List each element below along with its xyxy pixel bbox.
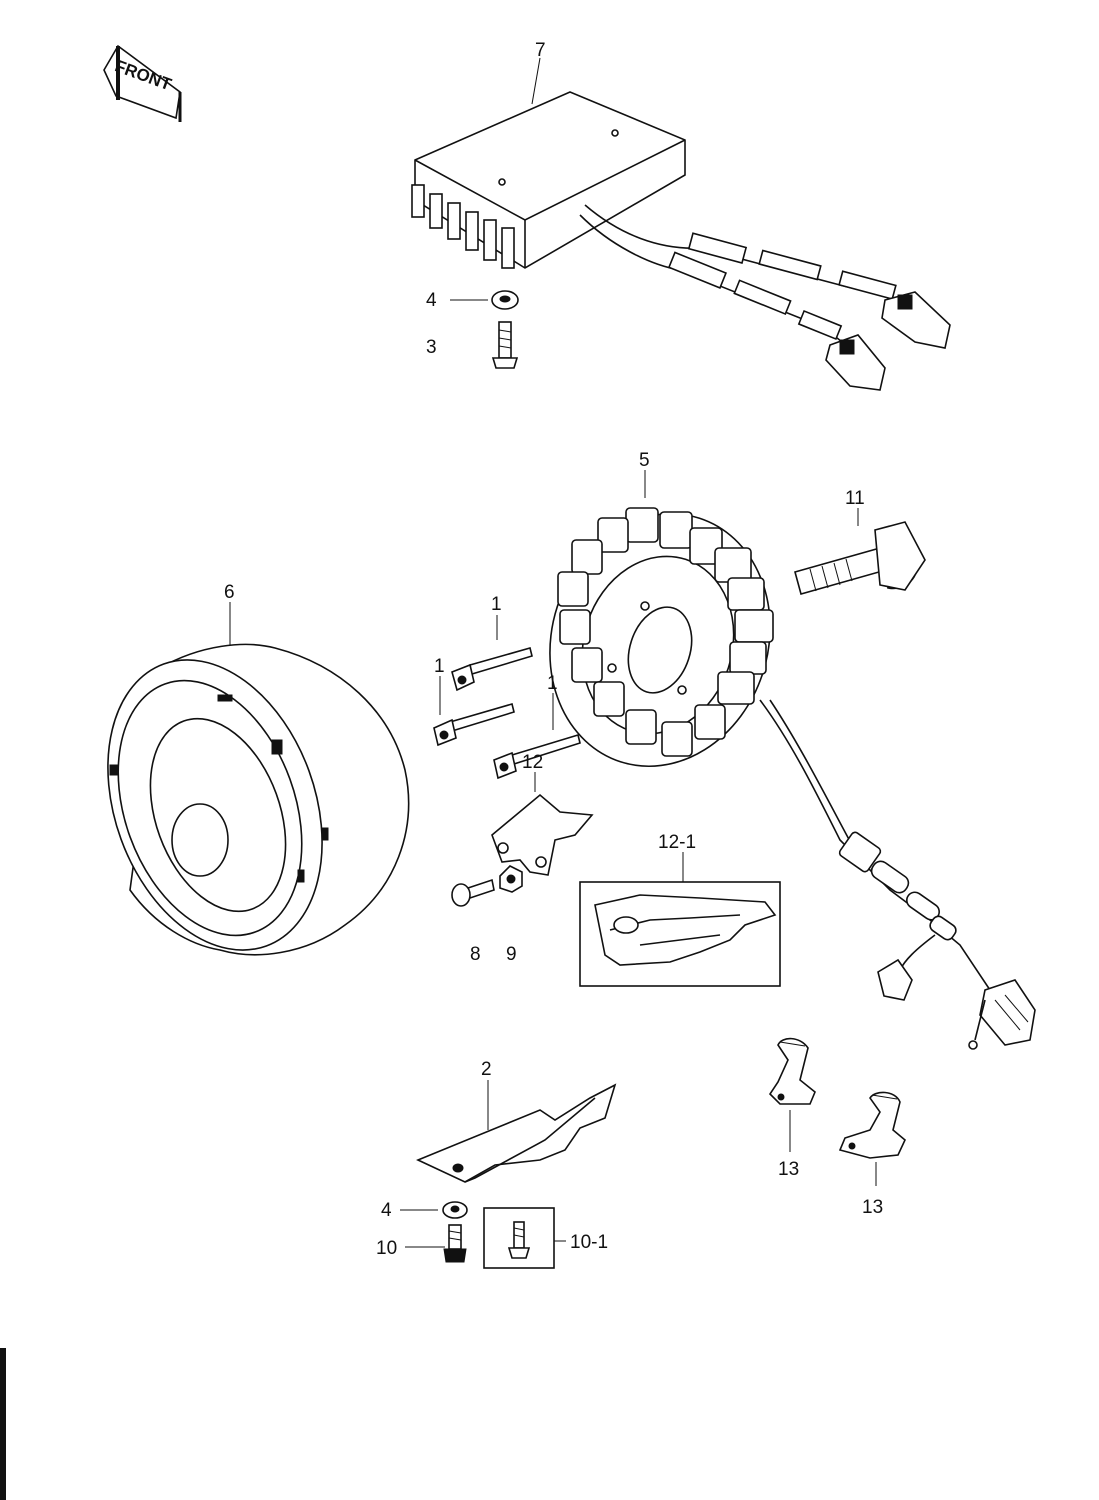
scan-edge-bar (0, 1348, 6, 1500)
callout-9: 9 (506, 944, 517, 965)
cover-plate-2 (416, 1083, 617, 1183)
callout-11: 11 (845, 488, 865, 509)
screw-1-top (451, 647, 533, 692)
callout-3: 3 (426, 337, 437, 358)
stator-wire-sleeves (838, 831, 957, 941)
rotor-flywheel (107, 643, 410, 956)
screw-1-middle (433, 703, 515, 747)
callout-10: 10 (376, 1238, 397, 1259)
clip-13-left (768, 1037, 816, 1105)
callout-1a: 1 (491, 594, 502, 615)
callout-13a: 13 (778, 1159, 799, 1180)
bolt-10-1-inset (483, 1207, 555, 1269)
regulator-connector-a (881, 291, 951, 349)
bracket-12-1-inset (579, 881, 781, 987)
callout-2: 2 (481, 1059, 492, 1080)
regulator-connector-b (825, 334, 886, 391)
bracket-12 (491, 793, 594, 876)
regulator-wire-sleeves (667, 232, 897, 341)
front-direction-marker: FRONT (103, 44, 182, 122)
callout-4-top: 4 (426, 290, 437, 311)
front-label: FRONT (112, 56, 174, 94)
bolt-3 (491, 321, 519, 369)
bolt-11 (794, 521, 926, 595)
screw-8 (451, 878, 495, 907)
callout-4-bottom: 4 (381, 1200, 392, 1221)
callout-12: 12 (522, 752, 543, 773)
nut-9 (499, 865, 523, 893)
callout-8: 8 (470, 944, 481, 965)
callout-1c: 1 (547, 673, 558, 694)
stator-connector-a (877, 934, 936, 1001)
bolt-10 (443, 1224, 467, 1263)
screw-1-bottom (493, 733, 581, 780)
callout-1b: 1 (434, 656, 445, 677)
stator-coil-poles (557, 507, 774, 757)
callout-13b: 13 (862, 1197, 883, 1218)
callout-12-1: 12-1 (658, 832, 696, 853)
clip-13-right (838, 1091, 906, 1159)
stator-assembly (549, 507, 1036, 1050)
regulator-cooling-fins (411, 184, 515, 269)
regulator-rectifier (411, 91, 951, 391)
washer-4-top (491, 290, 519, 310)
washer-4-bottom (442, 1201, 468, 1219)
callout-10-1: 10-1 (570, 1232, 608, 1253)
callout-6: 6 (224, 582, 235, 603)
stator-connector-b (968, 979, 1036, 1050)
callout-5: 5 (639, 450, 650, 471)
callout-7: 7 (535, 40, 546, 61)
